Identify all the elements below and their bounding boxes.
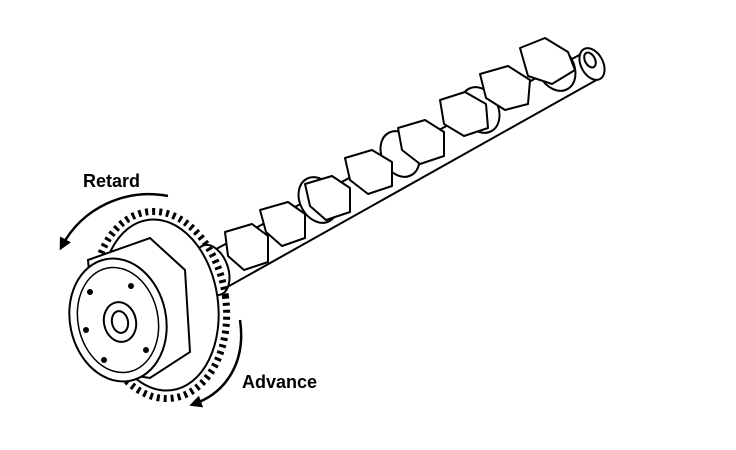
- cam-lobes: [224, 37, 576, 271]
- retard-arrow: [59, 193, 169, 251]
- advance-arrow: [189, 319, 243, 408]
- cam-phaser: [68, 207, 231, 403]
- bolt-holes: [83, 283, 149, 363]
- camshaft: [193, 37, 606, 297]
- retard-label: Retard: [83, 171, 140, 191]
- advance-label: Advance: [242, 372, 317, 392]
